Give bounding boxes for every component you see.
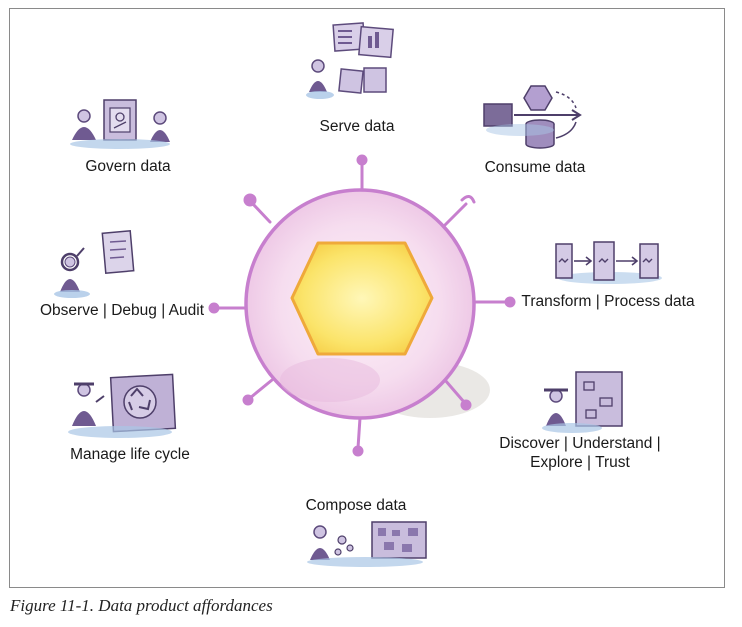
transform-steps-icon — [555, 241, 662, 284]
label-discover-line2: Explore | Trust — [530, 454, 630, 471]
explorer-map-icon — [542, 371, 623, 433]
label-consume-data: Consume data — [484, 159, 586, 176]
label-govern-data: Govern data — [85, 158, 171, 175]
data-pipeline-icon — [483, 85, 582, 149]
spoke-govern-knob — [243, 193, 257, 207]
magnifier-icon — [54, 230, 135, 298]
recycle-icon — [68, 373, 177, 438]
spoke-compose-knob — [352, 445, 364, 457]
circle-wash — [280, 358, 380, 402]
spoke-serve-knob — [356, 154, 368, 166]
spoke-consume-hook — [460, 195, 476, 204]
label-observe-debug-audit: Observe | Debug | Audit — [39, 302, 205, 319]
spoke-govern — [250, 201, 272, 224]
label-serve-data: Serve data — [319, 118, 395, 135]
figure-caption: Figure 11-1. Data product affordances — [10, 596, 273, 615]
spoke-consume — [443, 202, 468, 227]
spoke-compose — [356, 416, 362, 450]
policy-board-icon — [70, 99, 170, 149]
compose-board-icon — [307, 521, 427, 567]
spoke-discover — [443, 378, 466, 404]
spoke-transform-knob — [504, 296, 516, 308]
dashboard-icon — [306, 22, 394, 99]
spoke-lifecycle-knob — [242, 394, 254, 406]
data-product-hexagon — [290, 241, 434, 356]
label-discover-line1: Discover | Understand | — [499, 435, 661, 452]
spoke-discover-knob — [460, 399, 472, 411]
connector-spokes — [208, 154, 516, 457]
label-compose-data: Compose data — [305, 497, 407, 514]
label-transform-process-data: Transform | Process data — [521, 293, 695, 310]
spoke-observe-knob — [208, 302, 220, 314]
spoke-lifecycle — [248, 378, 274, 400]
label-manage-life-cycle: Manage life cycle — [70, 446, 190, 463]
